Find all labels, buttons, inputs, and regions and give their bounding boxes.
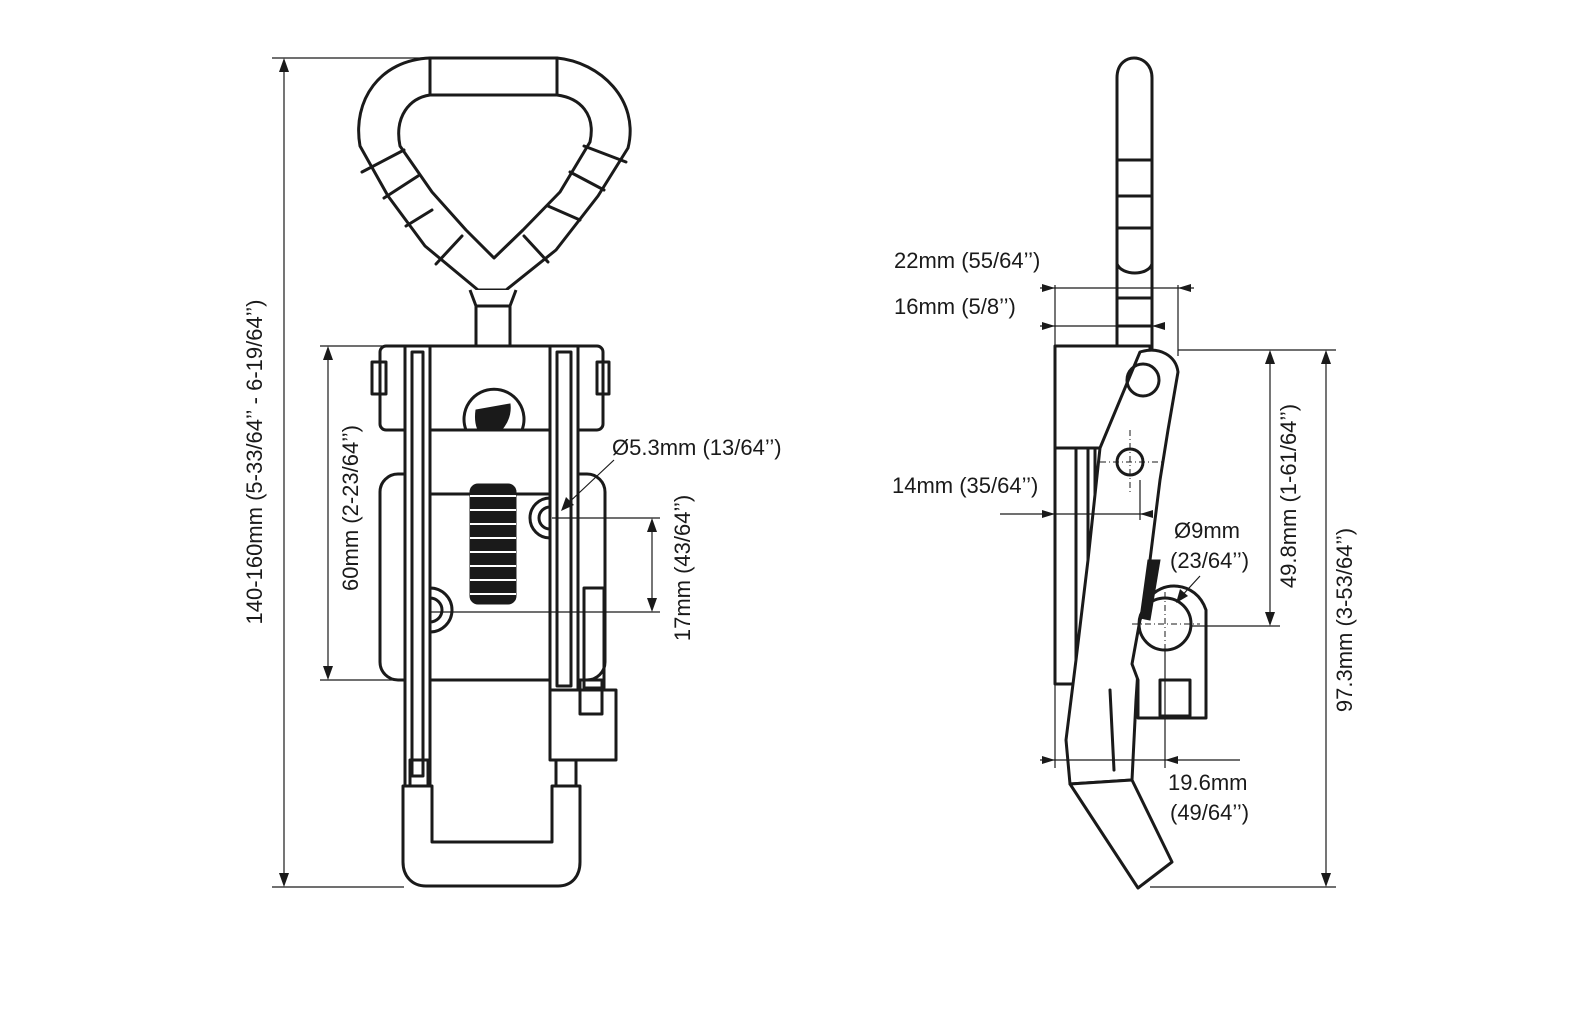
- keeper-hook: [401, 758, 582, 888]
- side-view: 22mm (55/64’’) 16mm (5/8’’) 14mm (35/64’…: [892, 56, 1357, 890]
- dim-base-height: 60mm (2-23/64’’): [320, 345, 405, 681]
- dim-hole-spacing: 17mm (43/64’’): [430, 495, 695, 641]
- dim-49: 49.8mm (1-61/64’’): [1178, 349, 1301, 627]
- dim-22: 22mm (55/64’’): [894, 248, 1194, 356]
- width-14-label: 14mm (35/64’’): [892, 473, 1038, 498]
- hole-spacing-label: 17mm (43/64’’): [670, 495, 695, 641]
- dim-16: 16mm (5/8’’): [894, 294, 1165, 340]
- thread-lines: [470, 495, 516, 595]
- side-handle: [1115, 56, 1154, 354]
- height-49-label: 49.8mm (1-61/64’’): [1276, 404, 1301, 588]
- width-22-label: 22mm (55/64’’): [894, 248, 1040, 273]
- dim-overall-height: 140-160mm (5-33/64’’ - 6-19/64’’): [242, 57, 430, 888]
- base-height-label: 60mm (2-23/64’’): [338, 425, 363, 591]
- side-lever-tip: [1068, 688, 1174, 890]
- dim-14: 14mm (35/64’’): [892, 473, 1153, 520]
- dim-hole-diameter: Ø5.3mm (13/64’’): [561, 435, 782, 511]
- pin-diameter-label-1: Ø9mm: [1174, 518, 1240, 543]
- dim-19: 19.6mm (49/64’’): [1040, 650, 1249, 825]
- width-16-label: 16mm (5/8’’): [894, 294, 1016, 319]
- pin-diameter-label-2: (23/64’’): [1170, 548, 1249, 573]
- height-97-label: 97.3mm (3-53/64’’): [1332, 528, 1357, 712]
- side-lever: [1064, 348, 1180, 786]
- overall-height-label: 140-160mm (5-33/64’’ - 6-19/64’’): [242, 300, 267, 625]
- hole-diameter-label: Ø5.3mm (13/64’’): [612, 435, 782, 460]
- offset-label-2: (49/64’’): [1170, 800, 1249, 825]
- dim-pin-diameter: Ø9mm (23/64’’): [1170, 518, 1249, 603]
- dim-97: 97.3mm (3-53/64’’): [1150, 349, 1357, 888]
- front-view: 140-160mm (5-33/64’’ - 6-19/64’’) 60mm (…: [242, 56, 782, 888]
- handle-loop: [357, 56, 632, 292]
- offset-label-1: 19.6mm: [1168, 770, 1247, 795]
